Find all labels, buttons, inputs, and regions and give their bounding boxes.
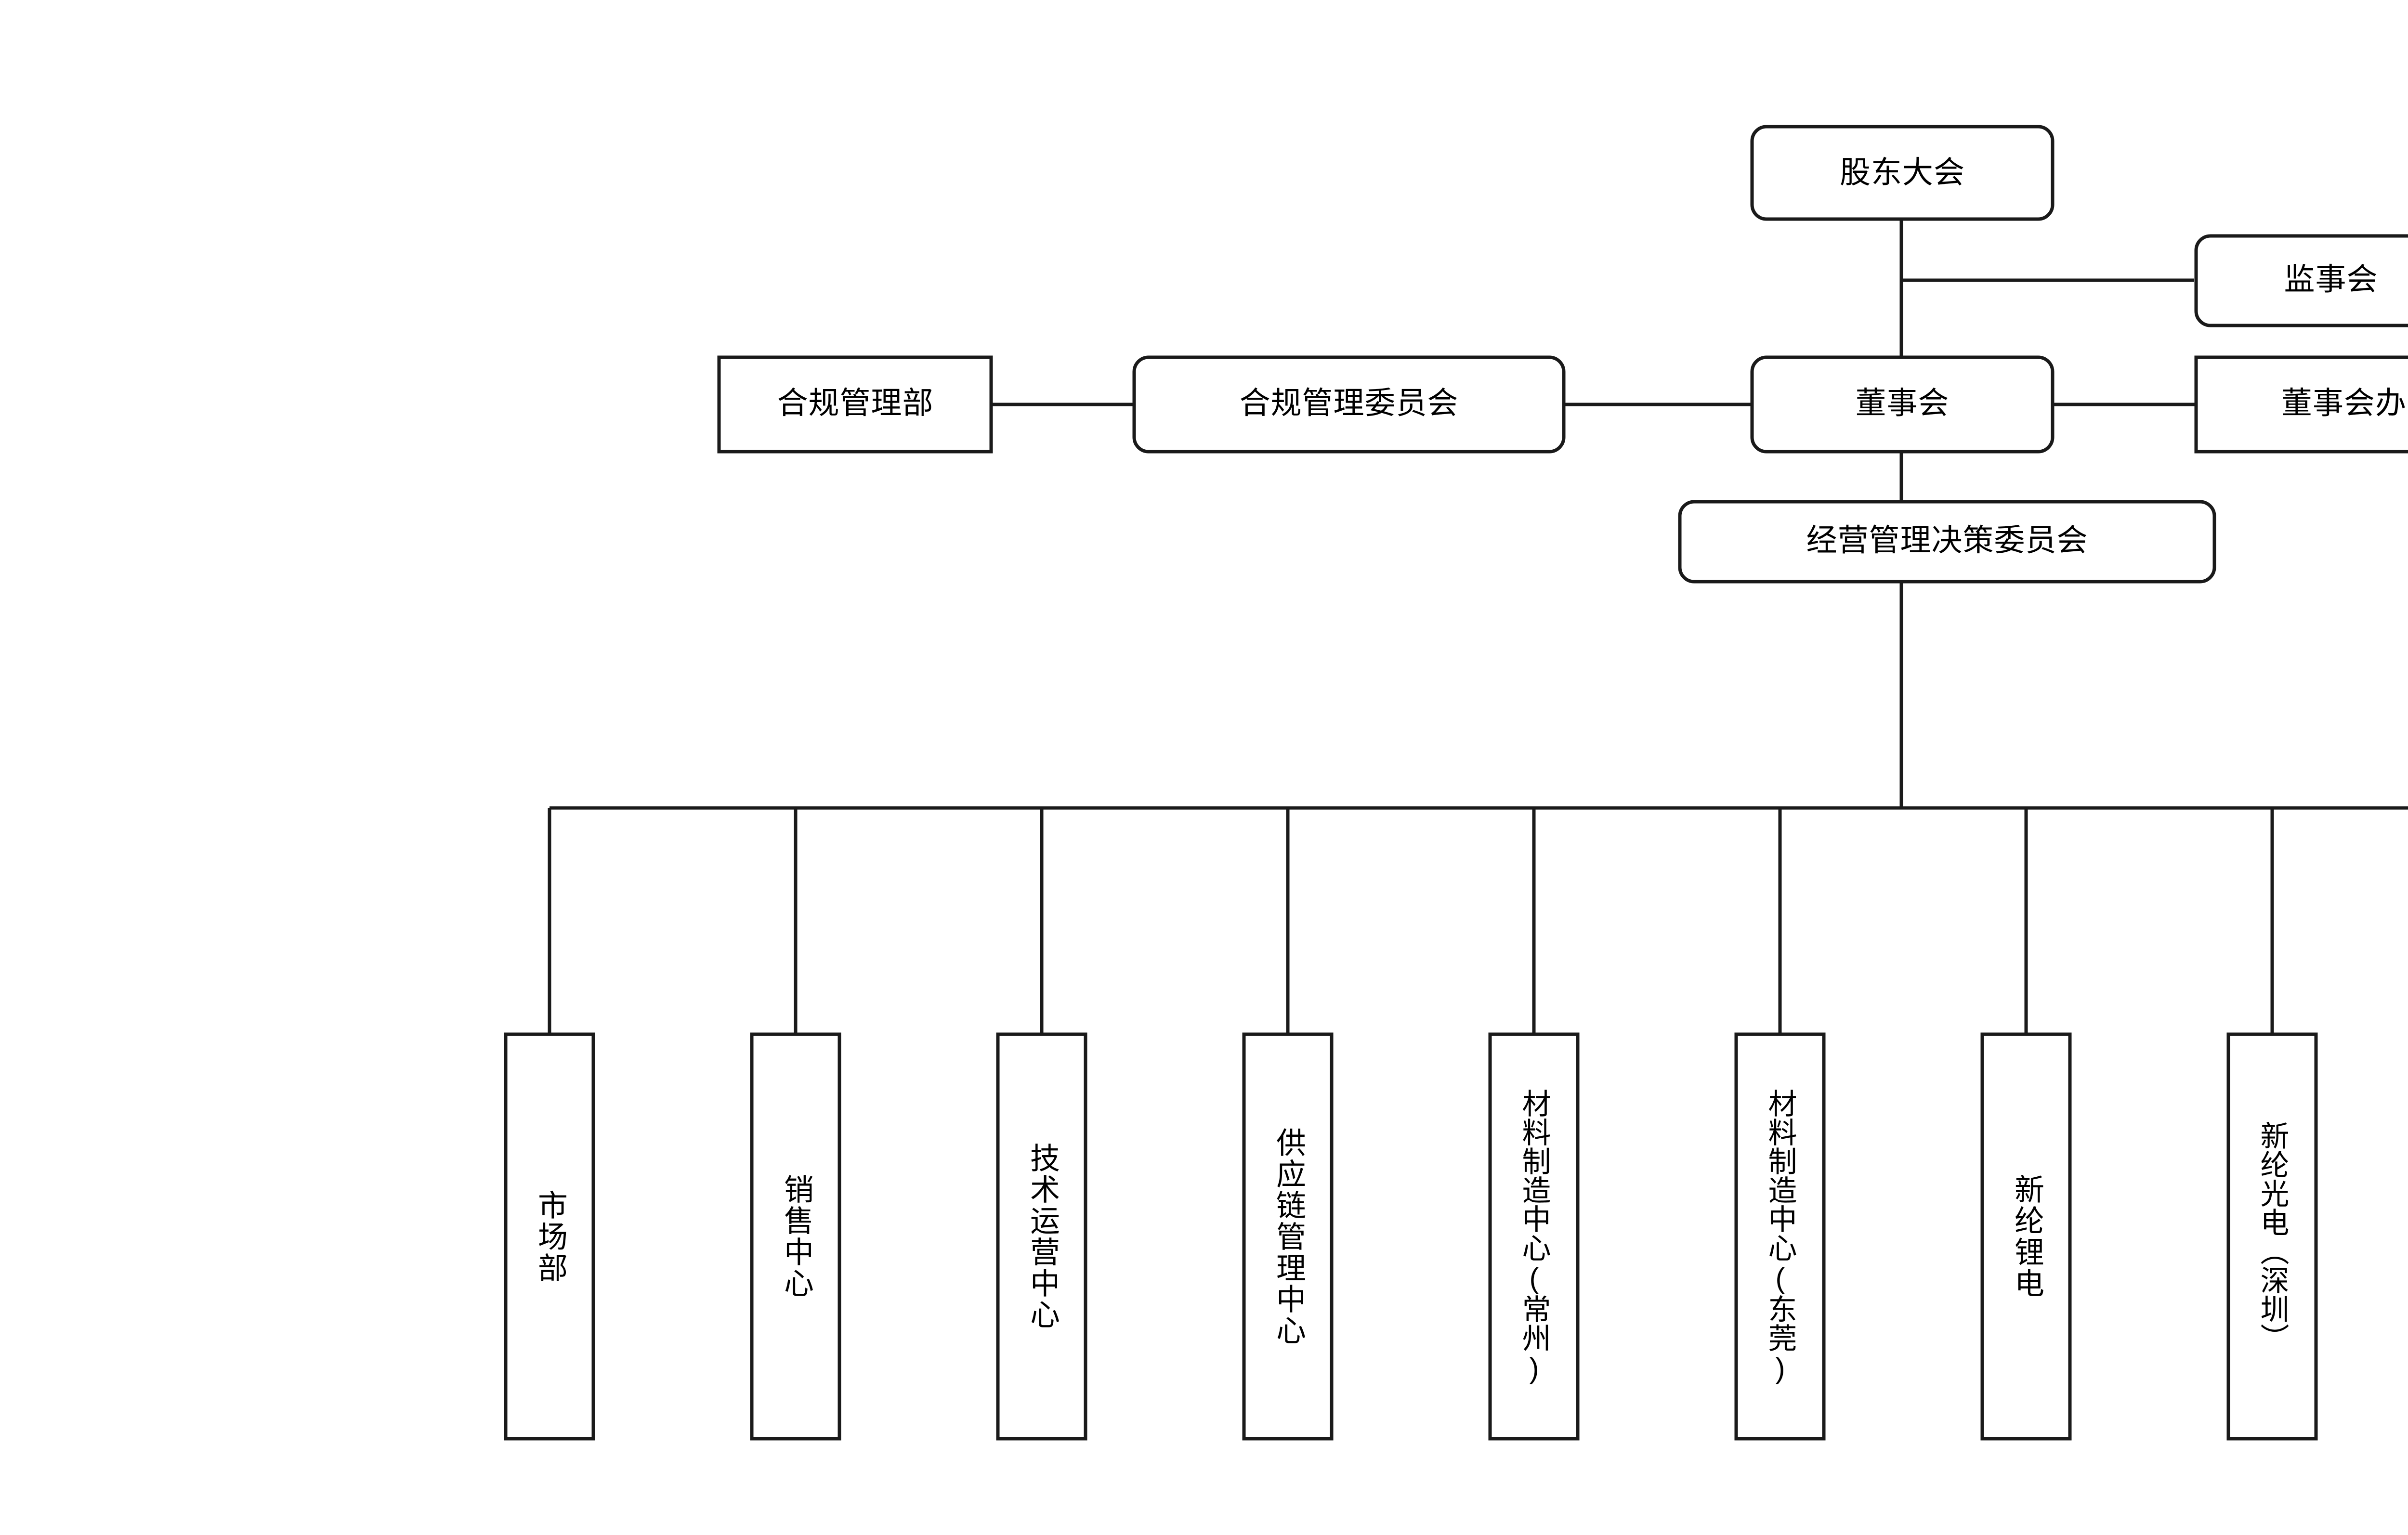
board-of-directors-label: 董事会 xyxy=(1856,386,1950,420)
dept-box-tech-operations-center[interactable] xyxy=(996,1032,1087,1441)
board-office-box[interactable] xyxy=(2194,355,2408,454)
board-of-supervisors-label: 监事会 xyxy=(2284,262,2378,297)
shareholders-meeting-label: 股东大会 xyxy=(1840,155,1965,190)
node-shareholders-meeting[interactable]: 股东大会 xyxy=(1750,125,2055,221)
compliance-management-committee-box[interactable] xyxy=(1132,355,1566,454)
node-board-office[interactable]: 董事会办公室 xyxy=(2194,355,2408,454)
board-of-supervisors-box[interactable] xyxy=(2194,234,2408,327)
board-office-label: 董事会办公室 xyxy=(2281,386,2408,420)
connector-layer xyxy=(548,219,2408,1034)
board-of-directors-box[interactable] xyxy=(1750,355,2055,454)
node-board-of-directors[interactable]: 董事会 xyxy=(1750,355,2055,454)
compliance-management-committee-label: 合规管理委员会 xyxy=(1240,386,1459,420)
top-level-nodes: 股东大会 监事会 合规管理部 合规管理委员会 董事会 xyxy=(717,125,2408,584)
compliance-management-dept-box[interactable] xyxy=(717,355,993,454)
dept-box-xinlun-lithium[interactable] xyxy=(1980,1032,2072,1441)
dept-box-material-mfg-dongguan[interactable] xyxy=(1734,1032,1826,1441)
node-compliance-management-dept[interactable]: 合规管理部 xyxy=(717,355,993,454)
dept-box-sales-center[interactable] xyxy=(750,1032,841,1441)
management-decision-committee-box[interactable] xyxy=(1678,500,2216,584)
dept-box-marketing-dept[interactable] xyxy=(504,1032,595,1441)
department-boxes xyxy=(504,1032,2318,1441)
dept-box-xinlun-optoelectronics[interactable] xyxy=(2226,1032,2318,1441)
node-compliance-management-committee[interactable]: 合规管理委员会 xyxy=(1132,355,1566,454)
shareholders-meeting-box[interactable] xyxy=(1750,125,2055,221)
compliance-management-dept-label: 合规管理部 xyxy=(777,386,934,420)
dept-box-supply-chain-center[interactable] xyxy=(1242,1032,1334,1441)
node-management-decision-committee[interactable]: 经营管理决策委员会 xyxy=(1678,500,2216,584)
node-board-of-supervisors[interactable]: 监事会 xyxy=(2194,234,2408,327)
dept-box-material-mfg-changzhou[interactable] xyxy=(1488,1032,1580,1441)
management-decision-committee-label: 经营管理决策委员会 xyxy=(1806,523,2088,558)
